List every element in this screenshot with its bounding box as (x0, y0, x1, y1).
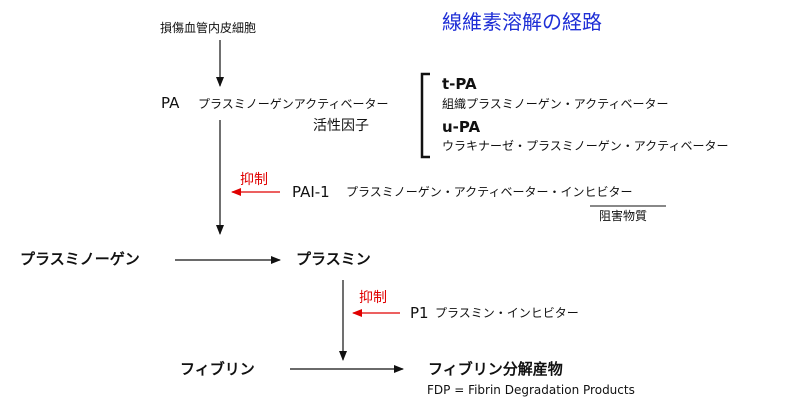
plasmin-label: プラスミン (296, 250, 371, 268)
pai-symbol: PAI-1 (292, 183, 330, 201)
fdp-full-name: FDP = Fibrin Degradation Products (427, 383, 635, 397)
t-pa-name: 組織プラスミノーゲン・アクティベーター (442, 97, 669, 111)
p1-inhibit-label: 抑制 (359, 290, 387, 306)
fdp-label: フィブリン分解産物 (428, 360, 563, 378)
t-pa-abbr: t-PA (442, 75, 477, 93)
diagram-title: 線維素溶解の経路 (442, 10, 602, 34)
pa-symbol: PA (161, 94, 180, 112)
source-cell-label: 損傷血管内皮細胞 (160, 21, 257, 35)
p1-name: プラスミン・インヒビター (435, 306, 579, 320)
fibrin-label: フィブリン (180, 360, 255, 378)
u-pa-abbr: u-PA (442, 118, 481, 136)
pa-type-bracket (420, 72, 430, 159)
pa-name: プラスミノーゲンアクティベーター (198, 97, 389, 111)
pai-inhibit-label: 抑制 (240, 172, 268, 188)
plasminogen-label: プラスミノーゲン (20, 250, 140, 268)
pai-name: プラスミノーゲン・アクティベーター・インヒビター (346, 185, 633, 199)
pa-role: 活性因子 (313, 118, 369, 134)
p1-symbol: P1 (410, 304, 429, 322)
pai-role: 阻害物質 (599, 209, 648, 223)
u-pa-name: ウラキナーゼ・プラスミノーゲン・アクティベーター (442, 139, 729, 153)
